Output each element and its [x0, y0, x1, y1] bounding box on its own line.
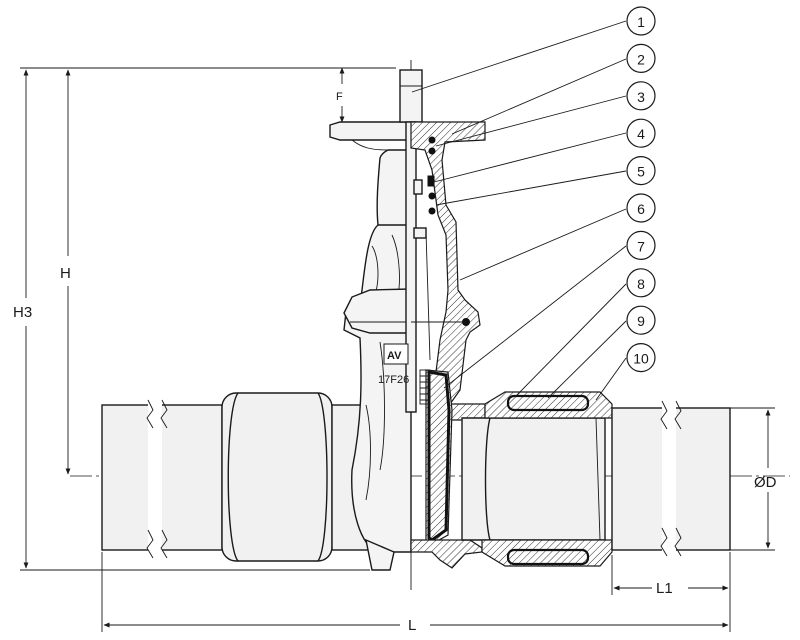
- dimension-l1-label: L1: [656, 580, 673, 597]
- callout-circle-10: [626, 343, 656, 373]
- callout-label-8: 8: [637, 276, 645, 292]
- callout-label-10: 10: [633, 351, 649, 367]
- dimension-d: ØD: [730, 407, 777, 551]
- dimension-h3-label: H3: [13, 304, 32, 321]
- callout-circle-2: [626, 43, 656, 74]
- dimension-h3: H3: [13, 69, 370, 571]
- callout-circle-6: [626, 193, 656, 223]
- dimension-l: L: [101, 552, 731, 634]
- dimension-f-label: F: [336, 91, 343, 103]
- callout-circle-4: [626, 118, 656, 148]
- callout-label-1: 1: [637, 14, 645, 30]
- callout-label-9: 9: [637, 313, 645, 329]
- callout-label-7: 7: [637, 238, 645, 254]
- dimension-l1: L1: [611, 555, 729, 597]
- dimension-h-label: H: [60, 265, 71, 282]
- body-marking-text: 17F26: [378, 374, 409, 386]
- callout-circle-5: [626, 156, 656, 186]
- leader-lines: [411, 20, 627, 401]
- callout-group: 1 2 3 4 5 6 7 8 9 10: [626, 6, 656, 373]
- callout-label-5: 5: [637, 164, 645, 180]
- valve-body: [329, 121, 412, 571]
- callout-label-2: 2: [637, 51, 645, 67]
- callout-circle-7: [626, 230, 656, 260]
- dimension-l-label: L: [408, 617, 416, 634]
- callout-circle-3: [626, 81, 656, 111]
- dimension-f: F: [330, 67, 396, 123]
- logo-mark: AV: [387, 350, 402, 362]
- dimension-d-label: ØD: [754, 474, 777, 491]
- right-pipe: [461, 391, 731, 567]
- callout-label-3: 3: [637, 89, 645, 105]
- body-markings: AV 17F26: [378, 343, 409, 386]
- callout-label-4: 4: [637, 126, 645, 142]
- callout-circle-9: [626, 305, 656, 335]
- dimension-h: H: [20, 67, 330, 475]
- valve-body-section: [410, 121, 486, 569]
- callout-circle-1: [626, 6, 656, 36]
- callout-circle-8: [626, 268, 656, 298]
- left-pipe: [101, 392, 383, 562]
- callout-label-6: 6: [637, 201, 645, 217]
